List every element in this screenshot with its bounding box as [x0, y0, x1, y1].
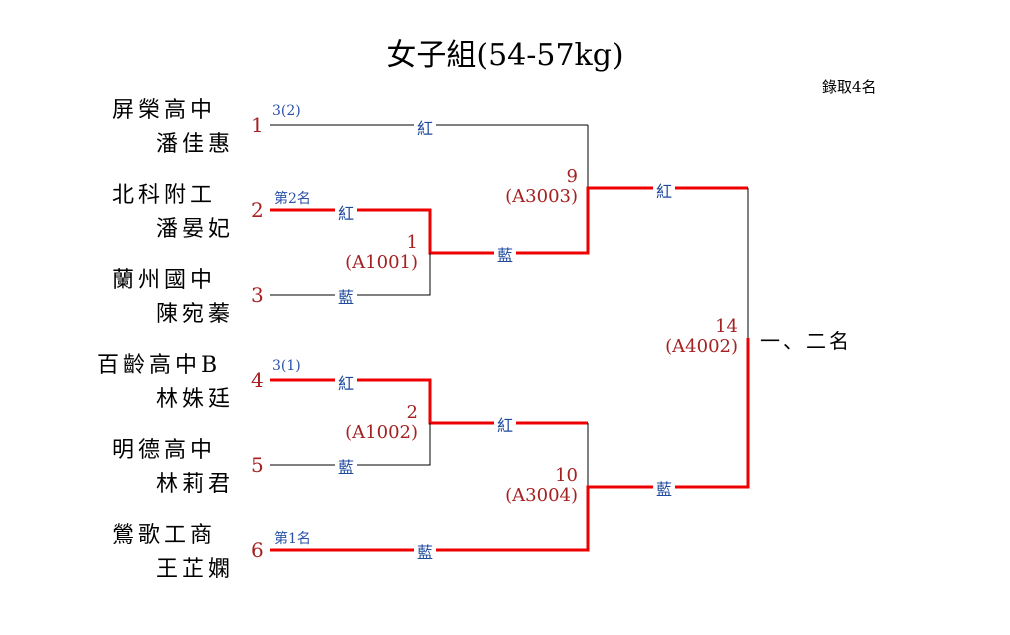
- entry-4-seed: 4: [251, 368, 264, 392]
- match-9-no: 9: [566, 166, 578, 187]
- entry-2-seed: 2: [251, 198, 264, 222]
- corner-label-m10: 藍: [653, 476, 676, 500]
- entry-2-school: 北科附工: [112, 183, 217, 208]
- final-result-label: 一、二名: [760, 329, 852, 353]
- entry-6-school: 鶯歌工商: [112, 523, 217, 548]
- corner-label-1: 紅: [414, 115, 437, 139]
- entry-1-name: 潘佳惠: [156, 132, 235, 157]
- match-1: 1 (A1001): [330, 233, 418, 273]
- line-seed-3: [270, 253, 431, 296]
- corner-label-m2: 紅: [494, 412, 517, 436]
- entry-6-name: 王芷嫻: [156, 557, 235, 582]
- corner-label-3: 藍: [335, 284, 358, 308]
- entry-6-seed: 6: [251, 538, 264, 562]
- entry-2-note: 第2名: [274, 191, 311, 207]
- match-10: 10 (A3004): [488, 466, 578, 506]
- quota-label: 錄取4名: [822, 78, 877, 96]
- corner-label-5: 藍: [335, 454, 358, 478]
- entry-1-note: 3(2): [272, 103, 301, 119]
- match-9-code: (A3003): [505, 186, 578, 207]
- entry-3-name: 陳宛蓁: [156, 302, 235, 327]
- entry-5-name: 林莉君: [156, 472, 235, 497]
- line-seed-6: [270, 338, 750, 552]
- entry-5-school: 明德高中: [112, 438, 217, 463]
- match-14: 14 (A4002): [648, 317, 738, 357]
- entry-3-seed: 3: [251, 283, 264, 307]
- match-9: 9 (A3003): [488, 167, 578, 207]
- corner-label-m9: 紅: [653, 178, 676, 202]
- match-14-no: 14: [715, 316, 738, 337]
- line-seed-4: [270, 378, 588, 425]
- match-10-code: (A3004): [505, 485, 578, 506]
- match-1-code: (A1001): [345, 252, 418, 273]
- entry-5-seed: 5: [251, 453, 264, 477]
- entry-2-name: 潘晏妃: [156, 217, 235, 242]
- corner-label-4: 紅: [335, 370, 358, 394]
- corner-label-2: 紅: [335, 200, 358, 224]
- match-2: 2 (A1002): [330, 403, 418, 443]
- entry-6-note: 第1名: [274, 531, 311, 547]
- line-seed-5: [270, 423, 431, 466]
- page-title: 女子組(54-57kg): [386, 38, 624, 73]
- entry-4-note: 3(1): [272, 358, 301, 374]
- entry-1-school: 屏榮高中: [112, 98, 217, 123]
- match-2-code: (A1002): [345, 422, 418, 443]
- match-14-code: (A4002): [665, 336, 738, 357]
- corner-label-m1: 藍: [494, 242, 517, 266]
- corner-label-6: 藍: [414, 539, 437, 563]
- entry-4-school: 百齡高中B: [97, 353, 222, 378]
- entry-4-name: 林姝廷: [156, 387, 235, 412]
- entry-1-seed: 1: [251, 113, 264, 137]
- match-2-no: 2: [406, 402, 418, 423]
- entry-3-school: 蘭州國中: [112, 268, 217, 293]
- match-10-no: 10: [555, 465, 578, 486]
- match-1-no: 1: [406, 232, 418, 253]
